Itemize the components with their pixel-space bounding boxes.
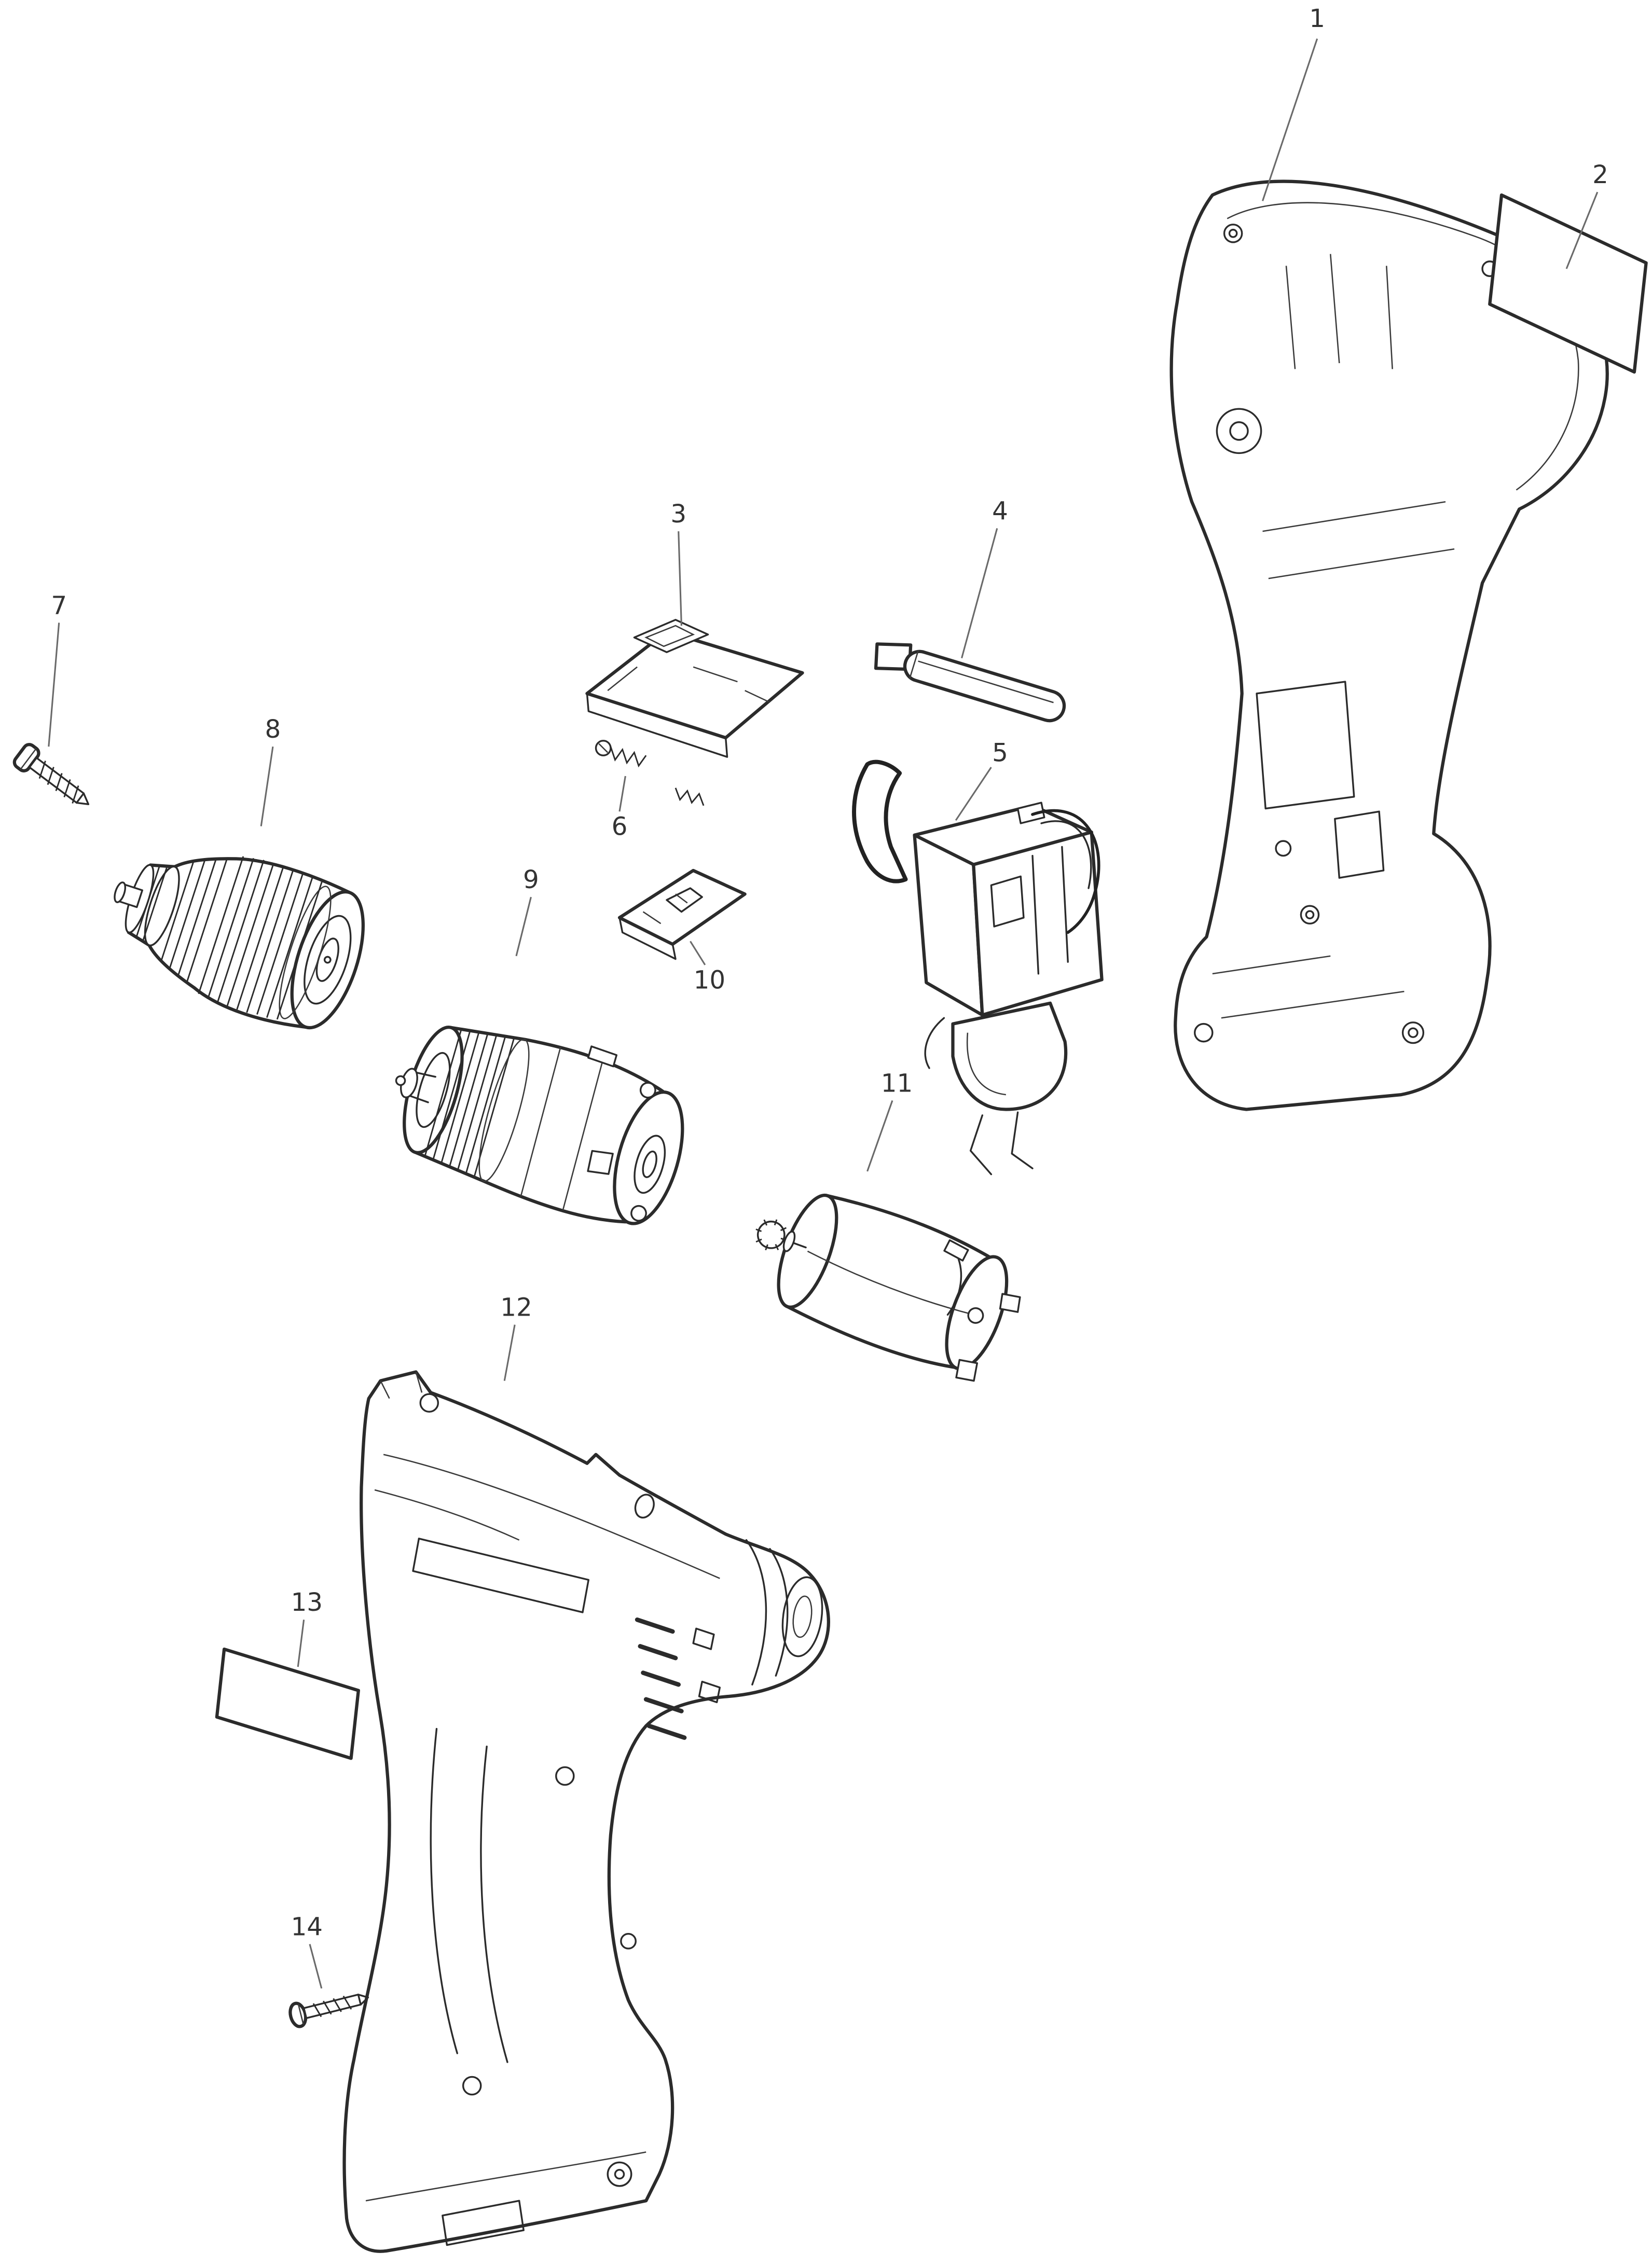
- part-caution-label: [215, 1647, 360, 1760]
- callout-number: 12: [500, 1293, 532, 1322]
- leader-line: [48, 623, 60, 747]
- part-speed-change-lever: [585, 618, 804, 758]
- callout-13: 13: [291, 1588, 323, 1667]
- callout-number: 1: [1309, 4, 1325, 33]
- callout-8: 8: [260, 715, 281, 826]
- leader-line: [309, 1944, 323, 1989]
- callout-number: 6: [612, 812, 628, 841]
- part-housing-left-half: [342, 1370, 830, 2253]
- callout-2: 2: [1565, 160, 1608, 269]
- leader-line: [961, 528, 998, 659]
- callout-number: 11: [881, 1069, 913, 1098]
- part-tapping-screw: [288, 1994, 369, 2028]
- callout-number: 8: [265, 715, 281, 744]
- leader-line: [260, 746, 274, 826]
- part-compression-spring: [595, 740, 705, 806]
- leader-line: [297, 1619, 305, 1667]
- leader-line: [1565, 191, 1599, 269]
- leader-line: [503, 1324, 516, 1381]
- callout-number: 5: [992, 739, 1008, 768]
- leader-line: [618, 776, 626, 812]
- callout-6: 6: [612, 776, 628, 841]
- part-dc-motor: [755, 1193, 1021, 1382]
- leader-line: [678, 531, 682, 626]
- callout-4: 4: [961, 496, 1008, 659]
- callout-number: 4: [992, 496, 1008, 526]
- callout-number: 13: [291, 1588, 323, 1617]
- part-switch-assembly: [852, 759, 1104, 1176]
- leader-line: [866, 1100, 893, 1172]
- part-change-plate: [617, 868, 747, 960]
- callout-11: 11: [866, 1069, 913, 1172]
- callout-12: 12: [500, 1293, 532, 1381]
- part-gear-assembly: [395, 1026, 684, 1225]
- callout-7: 7: [48, 591, 67, 747]
- callout-1: 1: [1262, 4, 1325, 201]
- callout-number: 2: [1592, 160, 1608, 189]
- part-drill-chuck: [114, 856, 365, 1030]
- leader-line: [955, 767, 992, 821]
- part-lock-lever-bar: [874, 642, 1066, 723]
- callout-number: 3: [670, 500, 686, 529]
- callout-5: 5: [955, 739, 1008, 821]
- part-housing-right-half: [1169, 179, 1609, 1111]
- callout-10: 10: [690, 941, 725, 994]
- callout-number: 14: [291, 1913, 323, 1942]
- callout-9: 9: [515, 865, 539, 957]
- part-nameplate-label: [1488, 193, 1648, 374]
- leader-line: [690, 941, 706, 965]
- callout-number: 7: [51, 591, 67, 620]
- callout-3: 3: [670, 500, 686, 626]
- leader-line: [1262, 38, 1318, 201]
- callout-number: 9: [523, 865, 539, 894]
- part-flat-head-screw: [12, 743, 90, 806]
- callout-14: 14: [291, 1913, 323, 1989]
- leader-line: [515, 896, 532, 957]
- callout-number: 10: [694, 965, 725, 994]
